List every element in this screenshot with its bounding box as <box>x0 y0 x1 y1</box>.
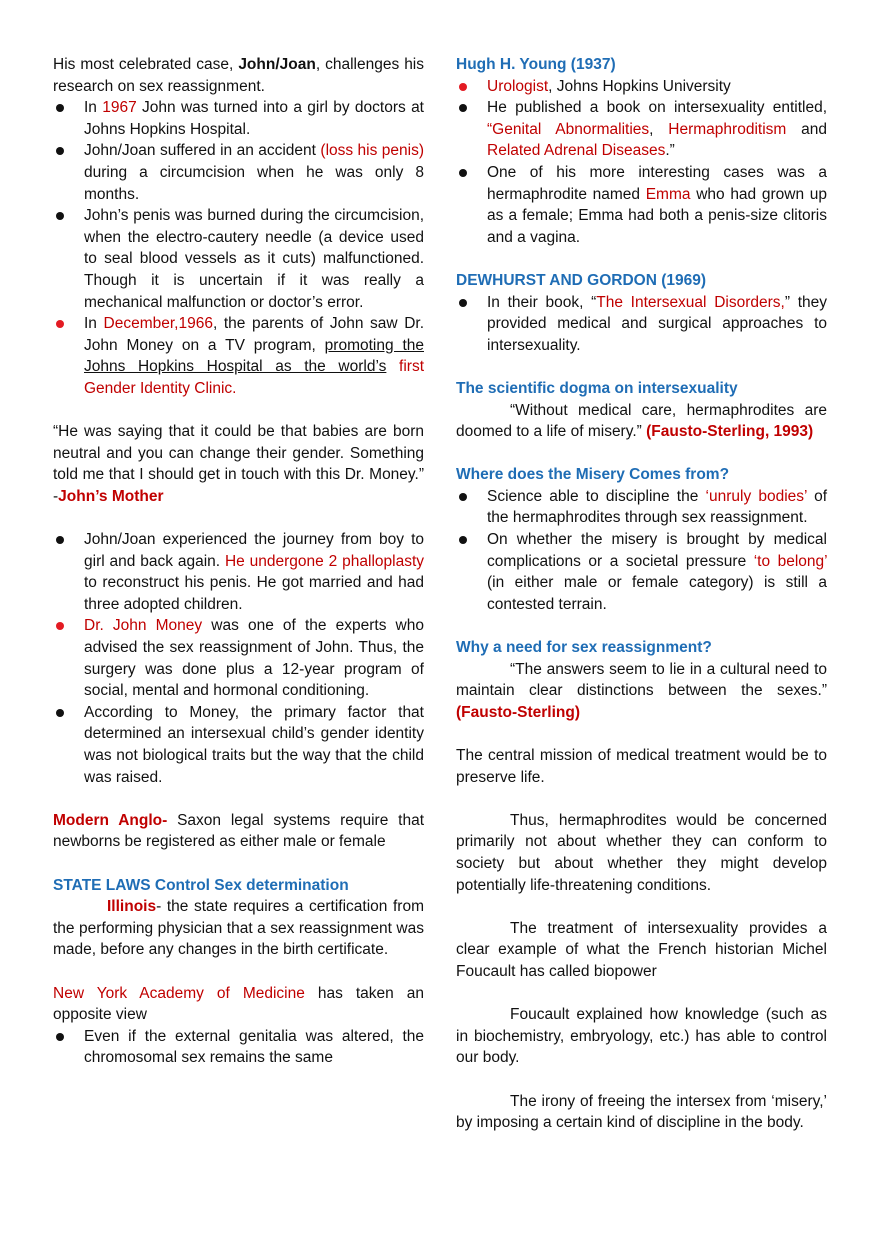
case-bullet-list: In 1967 John was turned into a girl by d… <box>53 97 424 399</box>
foucault-paragraph: Foucault explained how knowledge (such a… <box>456 1006 827 1067</box>
mission-paragraph: The central mission of medical treatment… <box>456 747 827 786</box>
illinois-paragraph: Illinois- the state requires a certifica… <box>53 898 424 959</box>
dewhurst-bullet-list: In their book, “The Intersexual Disorder… <box>456 292 827 357</box>
new-york-paragraph: New York Academy of Medicine has taken a… <box>53 984 424 1024</box>
list-item: In December,1966, the parents of John sa… <box>53 313 424 399</box>
list-item: One of his more interesting cases was a … <box>456 162 827 248</box>
young-bullet-list: Urologist, Johns Hopkins University He p… <box>456 76 827 249</box>
anglo-saxon-paragraph: Modern Anglo- Saxon legal systems requir… <box>53 811 425 851</box>
left-column: His most celebrated case, John/Joan, cha… <box>53 54 424 1069</box>
right-column: Hugh H. Young (1937) Urologist, Johns Ho… <box>456 54 827 1134</box>
misery-bullet-list: Science able to discipline the ‘unruly b… <box>456 486 827 616</box>
journey-bullet-list: John/Joan experienced the journey from b… <box>53 529 424 788</box>
list-item: On whether the misery is brought by medi… <box>456 529 827 615</box>
dogma-quote: “Without medical care, hermaphrodites ar… <box>456 401 827 441</box>
dogma-heading: The scientific dogma on intersexuality <box>456 379 738 397</box>
biopower-paragraph: The treatment of intersexuality provides… <box>456 919 827 980</box>
list-item: According to Money, the primary factor t… <box>53 702 424 788</box>
list-item: Dr. John Money was one of the experts wh… <box>53 615 424 701</box>
list-item: In 1967 John was turned into a girl by d… <box>53 97 424 140</box>
mother-quote: “He was saying that it could be that bab… <box>53 423 424 505</box>
why-quote: “The answers seem to lie in a cultural n… <box>456 660 827 721</box>
list-item: John/Joan suffered in an accident (loss … <box>53 140 424 205</box>
list-item: Even if the external genitalia was alter… <box>53 1026 424 1069</box>
state-laws-heading: STATE LAWS Control Sex determination <box>53 876 349 894</box>
list-item: In their book, “The Intersexual Disorder… <box>456 292 827 357</box>
list-item: John’s penis was burned during the circu… <box>53 205 424 313</box>
misery-heading: Where does the Misery Comes from? <box>456 466 730 484</box>
list-item: He published a book on intersexuality en… <box>456 97 827 162</box>
list-item: Science able to discipline the ‘unruly b… <box>456 486 827 529</box>
list-item: Urologist, Johns Hopkins University <box>456 76 827 98</box>
thus-paragraph: Thus, hermaphrodites would be concerned … <box>456 811 827 894</box>
new-york-bullet-list: Even if the external genitalia was alter… <box>53 1026 424 1069</box>
list-item: John/Joan experienced the journey from b… <box>53 529 424 615</box>
intro-paragraph: His most celebrated case, John/Joan, cha… <box>53 56 425 95</box>
irony-paragraph: The irony of freeing the intersex from ‘… <box>456 1092 827 1132</box>
young-heading: Hugh H. Young (1937) <box>456 56 616 73</box>
why-heading: Why a need for sex reassignment? <box>456 639 712 657</box>
dewhurst-heading: DEWHURST AND GORDON (1969) <box>456 271 707 289</box>
